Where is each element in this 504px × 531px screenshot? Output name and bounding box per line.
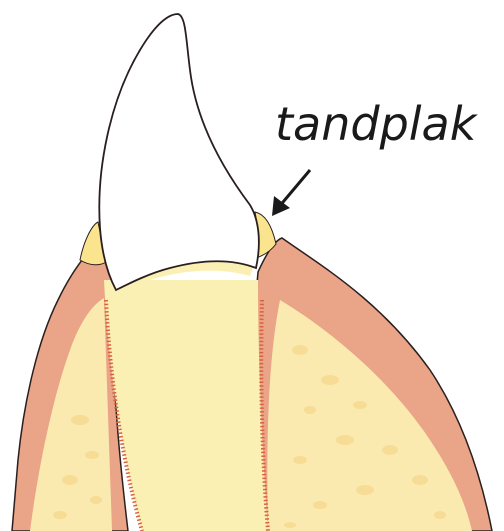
annotation-arrow [272, 170, 310, 216]
plaque-label: tandplak [275, 97, 479, 151]
tooth-crown-enamel [99, 14, 259, 290]
tooth-root [104, 280, 268, 531]
